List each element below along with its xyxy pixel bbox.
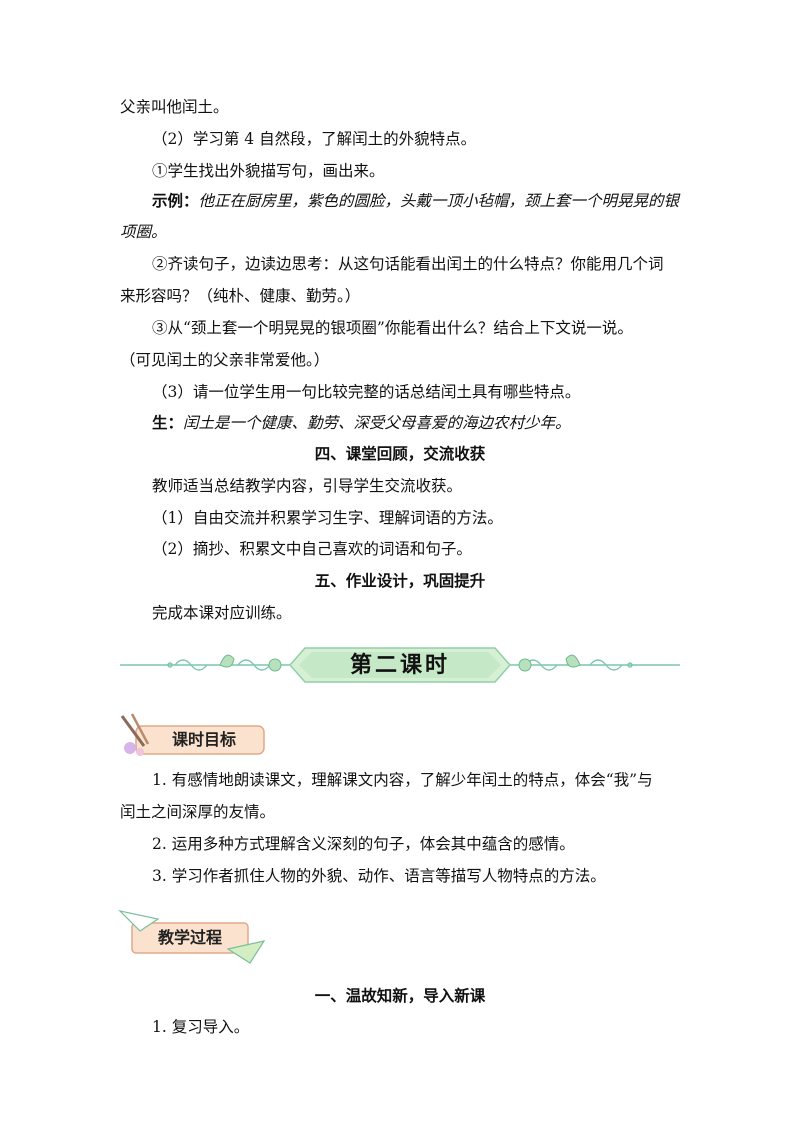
process-label: 教学过程 (118, 905, 268, 967)
text-line: ①学生找出外貌描写句，画出来。 (152, 162, 385, 180)
goal-line: 2. 运用多种方式理解含义深刻的句子，体会其中蕴含的感情。 (152, 835, 575, 853)
text-line: ③从“颈上套一个明晃晃的银项圈”你能看出什么？结合上下文说一说。 (152, 319, 633, 337)
text-line: 完成本课对应训练。 (152, 604, 292, 622)
brush-icon (120, 713, 265, 756)
example-label: 示例： (152, 191, 199, 210)
answer-line: 生：闰土是一个健康、勤劳、深受父母喜爱的海边农村少年。 (152, 412, 571, 434)
text-line: （2）摘抄、积累文中自己喜欢的词语和句子。 (152, 540, 472, 558)
text-line: （2）学习第 4 自然段，了解闰土的外貌特点。 (152, 130, 477, 148)
example-text: 他正在厨房里，紫色的圆脸，头戴一顶小毡帽，颈上套一个明晃晃的银 (198, 192, 680, 210)
process-label-text: 教学过程 (157, 928, 222, 947)
answer-label: 生： (152, 413, 184, 432)
text-line: （可见闰土的父亲非常爱他。） (120, 351, 330, 369)
lesson-banner: 第二课时 (120, 640, 680, 690)
example-text-cont: 项圈。 (120, 223, 167, 241)
section-heading: 五、作业设计，巩固提升 (314, 571, 486, 590)
text-line: 1. 复习导入。 (152, 1018, 250, 1036)
paper-plane-icon (118, 909, 266, 964)
text-line: （1）自由交流并积累学习生字、理解词语的方法。 (152, 509, 503, 527)
answer-text: 闰土是一个健康、勤劳、深受父母喜爱的海边农村少年。 (183, 414, 571, 432)
goal-line: 1. 有感情地朗读课文，理解课文内容，了解少年闰土的特点，体会“我”与 (152, 771, 653, 789)
goal-line: 闰土之间深厚的友情。 (120, 803, 276, 821)
goal-label: 课时目标 (118, 712, 268, 758)
banner-title: 第二课时 (349, 652, 450, 678)
goal-label-text: 课时目标 (171, 730, 236, 749)
text-line: 父亲叫他闰土。 (120, 98, 229, 116)
text-line: 来形容吗？（纯朴、健康、勤劳。） (120, 287, 361, 305)
text-line: （3）请一位学生用一句比较完整的话总结闰土具有哪些特点。 (152, 383, 581, 401)
text-line: 教师适当总结教学内容，引导学生交流收获。 (152, 477, 463, 495)
example-line: 示例：他正在厨房里，紫色的圆脸，头戴一顶小毡帽，颈上套一个明晃晃的银 (152, 190, 679, 212)
goal-line: 3. 学习作者抓住人物的外貌、动作、语言等描写人物特点的方法。 (152, 867, 606, 885)
text-line: ②齐读句子，边读边思考：从这句话能看出闰土的什么特点？你能用几个词 (152, 255, 664, 273)
section-heading: 一、温故知新，导入新课 (314, 986, 486, 1005)
section-heading: 四、课堂回顾，交流收获 (314, 444, 486, 463)
banner-ornament-icon (120, 647, 680, 683)
